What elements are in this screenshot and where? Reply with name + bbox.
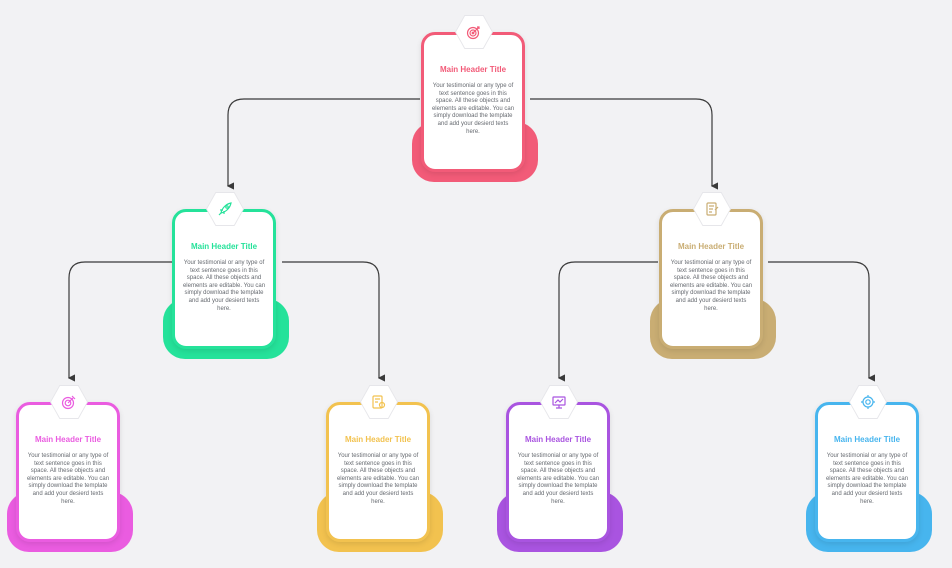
- node-title: Main Header Title: [190, 242, 258, 251]
- node-bottom-1[interactable]: Main Header Title Your testimonial or an…: [7, 385, 133, 552]
- target-gear-icon: [850, 386, 886, 418]
- node-body: Your testimonial or any type of text sen…: [26, 453, 110, 505]
- node-bottom-2[interactable]: Main Header Title Your testimonial or an…: [317, 385, 443, 552]
- connector-mid-left-to-bottom-1: [67, 261, 172, 382]
- node-card: Main Header Title Your testimonial or an…: [815, 402, 919, 542]
- node-title: Main Header Title: [34, 435, 102, 444]
- connector-mid-right-to-bottom-3: [557, 261, 658, 382]
- node-title: Main Header Title: [439, 65, 507, 74]
- dartboard-icon: [51, 386, 87, 418]
- node-card: Main Header Title Your testimonial or an…: [16, 402, 120, 542]
- node-bottom-4[interactable]: Main Header Title Your testimonial or an…: [806, 385, 932, 552]
- connector-top-to-mid-right: [530, 98, 718, 190]
- connector-mid-left-to-bottom-2: [282, 261, 385, 382]
- connector-top-to-mid-left: [226, 98, 420, 190]
- node-title: Main Header Title: [833, 435, 901, 444]
- node-card: Main Header Title Your testimonial or an…: [172, 209, 276, 349]
- node-card: Main Header Title Your testimonial or an…: [506, 402, 610, 542]
- node-body: Your testimonial or any type of text sen…: [336, 453, 420, 505]
- node-card: Main Header Title Your testimonial or an…: [421, 32, 525, 172]
- node-mid-left[interactable]: Main Header Title Your testimonial or an…: [163, 192, 289, 359]
- node-body: Your testimonial or any type of text sen…: [182, 260, 266, 312]
- presentation-chart-icon: [541, 386, 577, 418]
- document-settings-icon: [361, 386, 397, 418]
- node-card: Main Header Title Your testimonial or an…: [659, 209, 763, 349]
- node-body: Your testimonial or any type of text sen…: [669, 260, 753, 312]
- node-bottom-3[interactable]: Main Header Title Your testimonial or an…: [497, 385, 623, 552]
- connector-mid-right-to-bottom-4: [768, 261, 875, 382]
- node-body: Your testimonial or any type of text sen…: [825, 453, 909, 505]
- node-mid-right[interactable]: Main Header Title Your testimonial or an…: [650, 192, 776, 359]
- node-title: Main Header Title: [524, 435, 592, 444]
- node-top[interactable]: Main Header Title Your testimonial or an…: [412, 15, 538, 182]
- node-title: Main Header Title: [677, 242, 745, 251]
- node-title: Main Header Title: [344, 435, 412, 444]
- node-body: Your testimonial or any type of text sen…: [516, 453, 600, 505]
- node-body: Your testimonial or any type of text sen…: [431, 83, 515, 135]
- node-card: Main Header Title Your testimonial or an…: [326, 402, 430, 542]
